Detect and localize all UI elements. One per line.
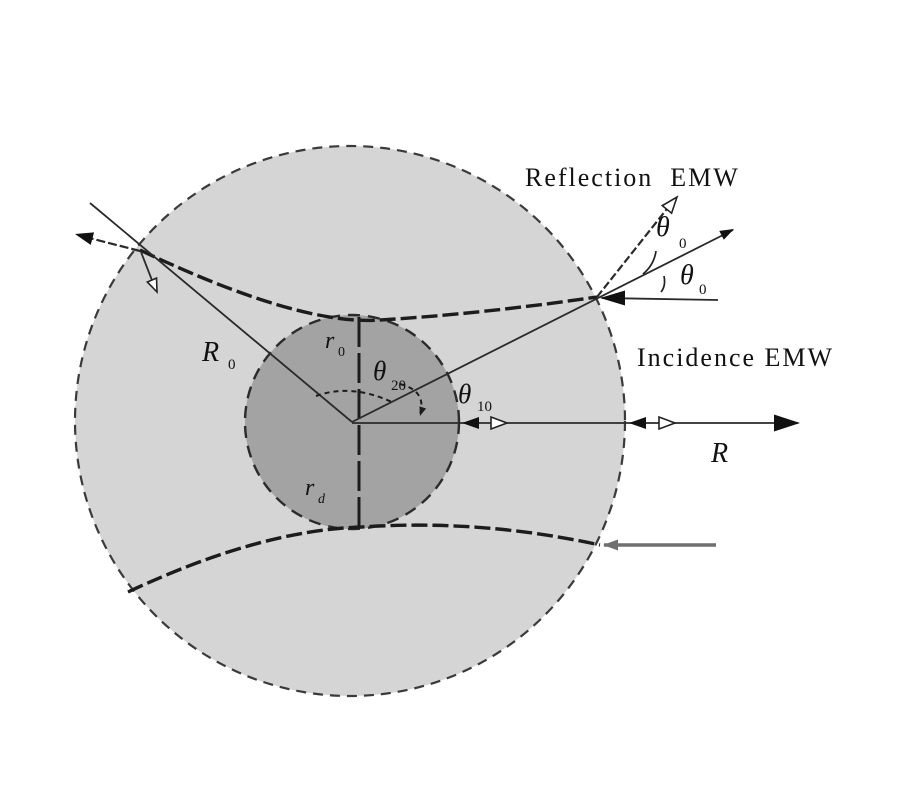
theta10-label: θ — [458, 379, 471, 409]
theta10-arc-arrowhead — [419, 406, 427, 416]
theta0-lower-label: θ — [680, 260, 694, 291]
R0-subscript: 0 — [228, 357, 236, 373]
theta20-label: θ — [373, 356, 386, 386]
refracted-ray-open-arrowhead — [145, 276, 158, 295]
reflected-ray-line — [596, 199, 675, 298]
rd-subscript: d — [318, 492, 326, 507]
radius-to-reflection-point-line — [351, 229, 734, 423]
axis-inner-left-arrowhead — [462, 417, 479, 429]
reflection-emw-label: Reflection EMW — [525, 163, 740, 192]
incidence-emw-label: Incidence EMW — [637, 343, 834, 372]
axis-outer-left-arrowhead — [629, 417, 646, 429]
rd-label: r — [305, 475, 315, 501]
radius-extension-arrowhead — [719, 229, 734, 240]
incident-ray-arrowhead — [600, 290, 625, 306]
theta0-lower-angle-tick — [660, 275, 666, 293]
exit-ray-arrowhead — [75, 232, 95, 245]
theta20-angle-arc — [315, 389, 395, 404]
radius-R0-line — [89, 202, 353, 423]
lower-wavefront-curve — [127, 523, 601, 594]
theta0-upper-label: θ — [656, 212, 670, 243]
theta20-subscript: 20 — [391, 378, 406, 394]
R-label: R — [710, 438, 728, 469]
theta0-lower-subscript: 0 — [699, 282, 707, 298]
R0-label: R — [201, 337, 219, 368]
theta0-upper-subscript: 0 — [679, 236, 687, 252]
theta10-subscript: 10 — [477, 399, 492, 415]
r0-label: r — [325, 328, 335, 354]
lower-ray-arrowhead — [603, 539, 618, 551]
theta0-upper-angle-tick — [642, 250, 657, 275]
r0-subscript: 0 — [338, 345, 345, 360]
axis-inner-open-arrowhead — [490, 415, 510, 431]
axis-outer-open-arrowhead — [658, 415, 678, 431]
upper-wavefront-curve — [139, 248, 598, 323]
reflected-ray-open-arrowhead — [660, 195, 679, 215]
R-axis-end-arrowhead — [774, 414, 800, 432]
